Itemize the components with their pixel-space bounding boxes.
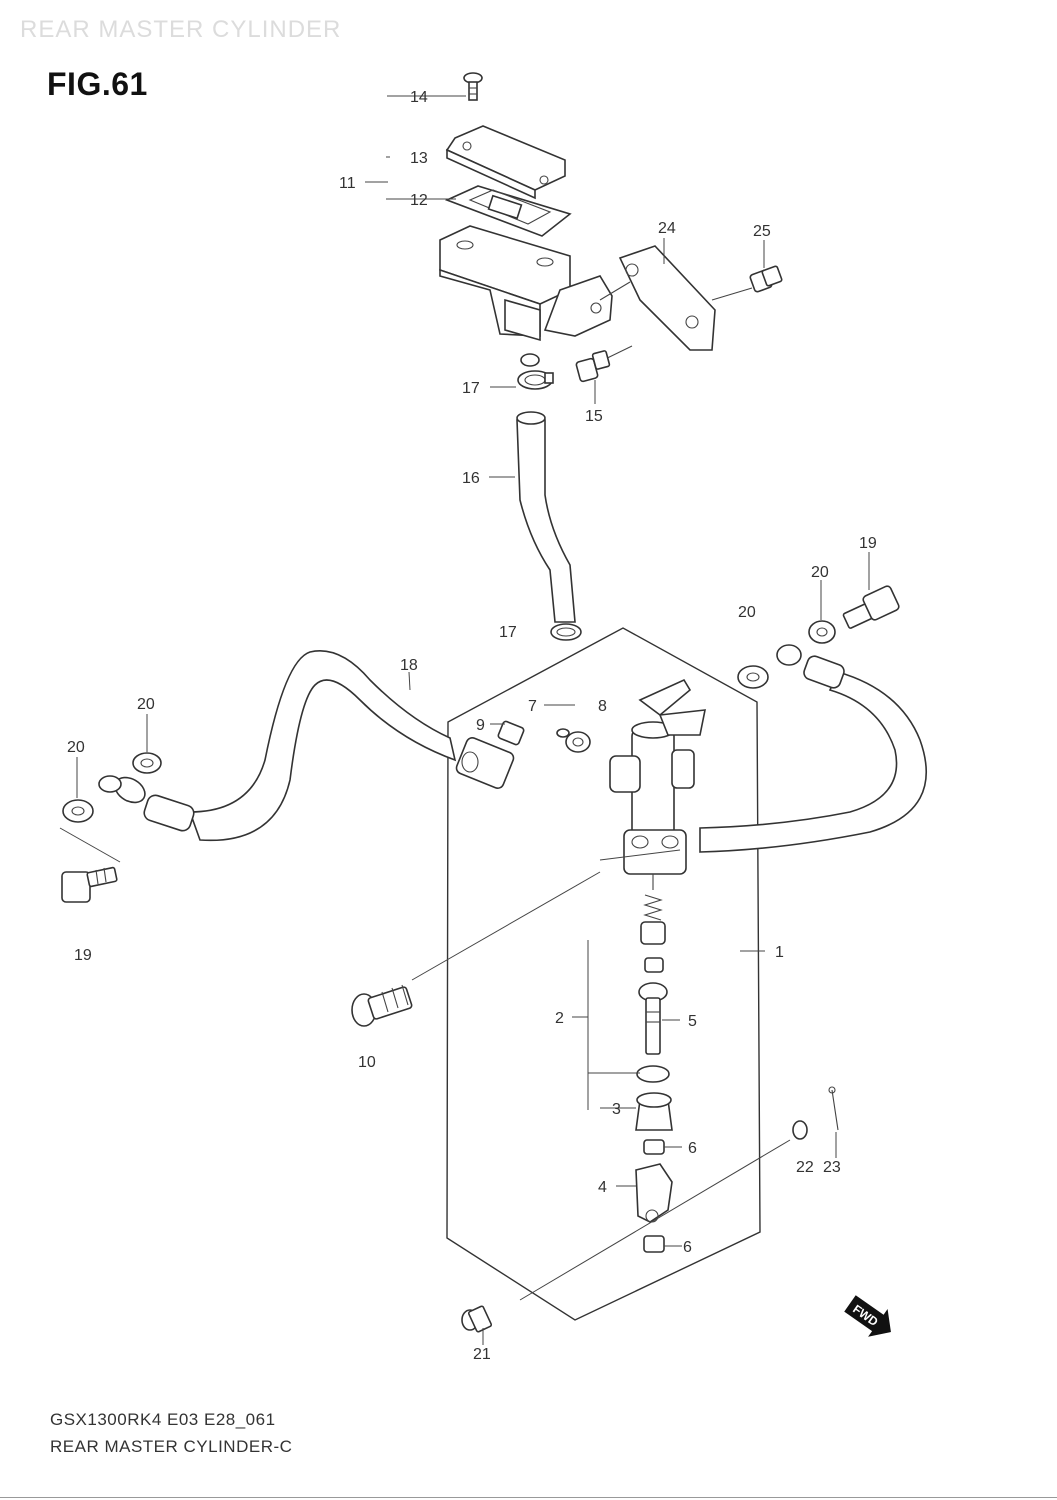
callout-17-upper: 17 — [462, 380, 480, 397]
dust-boot — [635, 1092, 673, 1131]
brake-hose-right — [699, 671, 928, 853]
callout-20-left-lower: 20 — [67, 739, 85, 756]
locknut-lower — [643, 1235, 665, 1253]
reservoir-diaphragm — [444, 185, 572, 237]
callout-2: 2 — [555, 1010, 564, 1027]
callout-4: 4 — [598, 1179, 607, 1196]
callout-7: 7 — [528, 698, 537, 715]
diagram-code: GSX1300RK4 E03 E28_061 — [50, 1410, 276, 1429]
figure-label: FIG.61 — [47, 66, 148, 102]
master-cylinder-mount-bolt — [351, 871, 601, 1027]
o-ring-and-fitting — [497, 720, 591, 753]
hose-clamp-upper — [517, 370, 554, 390]
reservoir-mount-bolt — [575, 345, 633, 383]
callout-12: 12 — [410, 192, 428, 209]
callout-20-right-upper: 20 — [811, 564, 829, 581]
callout-15: 15 — [585, 408, 603, 425]
callout-19-right: 19 — [859, 535, 877, 552]
pushrod — [638, 982, 668, 1055]
union-bolt-left — [61, 866, 118, 903]
washer-and-cotter-pin — [519, 1086, 839, 1301]
forward-direction-arrow: FWD — [844, 1295, 891, 1337]
callout-9: 9 — [476, 717, 485, 734]
callout-20-right-lower: 20 — [738, 604, 756, 621]
reservoir-bracket — [599, 245, 716, 351]
hose-clamp-lower — [550, 623, 582, 641]
inlet-joint — [455, 737, 515, 789]
spring — [643, 894, 663, 921]
page-border — [0, 1497, 1057, 1498]
callout-19-left: 19 — [74, 947, 92, 964]
callout-10: 10 — [358, 1054, 376, 1071]
callout-17-lower: 17 — [499, 624, 517, 641]
reservoir-body — [439, 225, 613, 367]
reservoir-hose — [516, 419, 576, 623]
reservoir-cap — [445, 125, 566, 200]
callout-16: 16 — [462, 470, 480, 487]
callout-11: 11 — [339, 175, 356, 192]
callout-5: 5 — [688, 1013, 697, 1030]
clevis-joint — [635, 1163, 673, 1223]
assembly-box-outline — [446, 627, 761, 1321]
piston-cup — [640, 921, 666, 973]
callout-21: 21 — [473, 1346, 491, 1363]
diagram-description: REAR MASTER CYLINDER-C — [50, 1437, 293, 1456]
locknut-upper — [643, 1139, 665, 1155]
banjo-fitting-right — [803, 655, 845, 689]
bracket-bolt — [711, 265, 783, 301]
callout-3: 3 — [612, 1101, 621, 1118]
callout-6-lower: 6 — [683, 1239, 692, 1256]
callout-13: 13 — [410, 150, 428, 167]
callout-25: 25 — [753, 223, 771, 240]
callout-6-upper: 6 — [688, 1140, 697, 1157]
reservoir-cap-screw — [463, 72, 483, 101]
callout-20-left-upper: 20 — [137, 696, 155, 713]
callout-18: 18 — [400, 657, 418, 674]
callout-24: 24 — [658, 220, 676, 237]
brake-hose-left — [188, 650, 457, 842]
callout-23: 23 — [823, 1159, 841, 1176]
callout-8: 8 — [598, 698, 607, 715]
callout-22: 22 — [796, 1159, 814, 1176]
union-bolt-right — [842, 585, 900, 629]
clevis-pin — [461, 1305, 493, 1333]
washers-right — [737, 620, 836, 689]
callout-1: 1 — [775, 944, 784, 961]
boot-clip — [636, 1065, 670, 1083]
washers-left — [62, 752, 162, 823]
banjo-fitting-left — [114, 776, 195, 832]
faded-page-title: REAR MASTER CYLINDER — [20, 16, 342, 43]
callout-14: 14 — [410, 89, 428, 106]
master-cylinder-body — [599, 678, 706, 890]
